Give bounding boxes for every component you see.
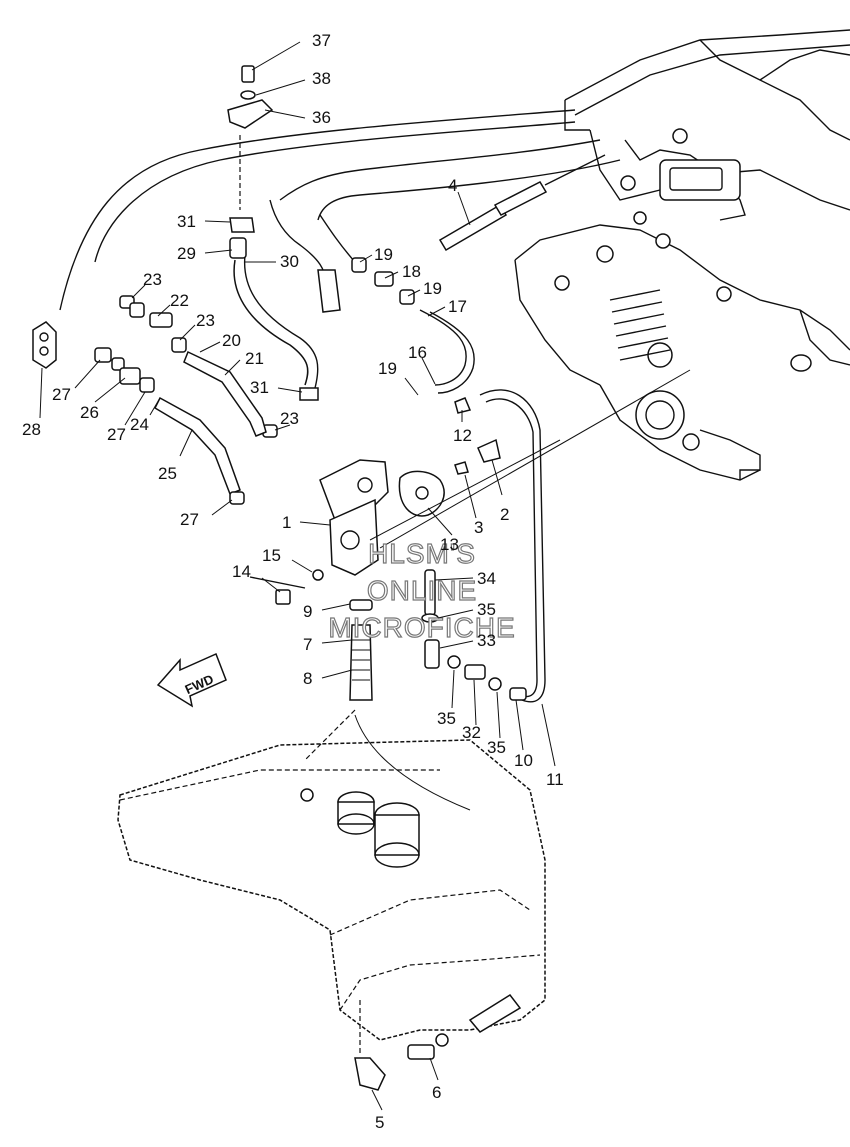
callout-19-a: 19: [374, 245, 393, 264]
lower-fittings: [349, 569, 527, 701]
callout-15: 15: [262, 546, 281, 565]
callout-1: 1: [282, 513, 291, 532]
callout-26: 26: [80, 403, 99, 422]
callout-32: 32: [462, 723, 481, 742]
watermark-line-1: HLSM'S: [368, 538, 476, 569]
callout-34: 34: [477, 569, 496, 588]
callout-22: 22: [170, 291, 189, 310]
fuel-tank: [117, 739, 546, 1091]
bracket-36: [227, 65, 319, 401]
watermark-line-3: MICROFICHE: [328, 612, 515, 643]
callout-10: 10: [514, 751, 533, 770]
callout-11: 11: [546, 770, 564, 789]
callout-9: 9: [303, 602, 312, 621]
watermark-line-2: ONLINE: [367, 575, 477, 606]
callout-2: 2: [500, 505, 509, 524]
callout-12: 12: [453, 426, 472, 445]
callout-14: 14: [232, 562, 251, 581]
guide-lines: [304, 369, 691, 811]
callout-35-c: 35: [487, 738, 506, 757]
hoses-left: [32, 295, 267, 505]
callout-27-c: 27: [180, 510, 199, 529]
fwd-arrow: FWD: [156, 652, 227, 708]
callout-17: 17: [448, 297, 467, 316]
callout-33: 33: [477, 631, 496, 650]
callout-29: 29: [177, 244, 196, 263]
hoses-upper: [229, 199, 475, 438]
callout-23-c: 23: [280, 409, 299, 428]
callout-30: 30: [280, 252, 299, 271]
callout-35-a: 35: [477, 600, 496, 619]
control-lines: [59, 109, 621, 311]
callout-18: 18: [402, 262, 421, 281]
callout-24: 24: [130, 415, 149, 434]
callout-31-top: 31: [177, 212, 196, 231]
callout-19-c: 19: [378, 359, 397, 378]
callout-8: 8: [303, 669, 312, 688]
callout-23-b: 23: [196, 311, 215, 330]
part-4-cable: [438, 154, 606, 252]
callout-35-b: 35: [437, 709, 456, 728]
callout-19-b: 19: [423, 279, 442, 298]
callout-20: 20: [222, 331, 241, 350]
callout-3: 3: [474, 518, 483, 537]
callout-5: 5: [375, 1113, 384, 1132]
callout-4: 4: [448, 176, 457, 195]
engine-block: [514, 29, 850, 481]
callout-16: 16: [408, 343, 427, 362]
callouts: 37 38 36 4 31 29 30 19 18 19 17 23 22 23…: [22, 31, 564, 1132]
fuel-line-11: [479, 389, 546, 703]
callout-27-a: 27: [52, 385, 71, 404]
callout-6: 6: [432, 1083, 441, 1102]
callout-21: 21: [245, 349, 264, 368]
callout-31-mid: 31: [250, 378, 269, 397]
watermark: HLSM'S ONLINE MICROFICHE: [328, 537, 516, 643]
callout-23-a: 23: [143, 270, 162, 289]
fuel-pump-1: [249, 397, 501, 605]
callout-13: 13: [440, 535, 459, 554]
callout-27-b: 27: [107, 425, 126, 444]
callout-37: 37: [312, 31, 331, 50]
callout-28: 28: [22, 420, 41, 439]
callout-25: 25: [158, 464, 177, 483]
callout-38: 38: [312, 69, 331, 88]
callout-7: 7: [303, 635, 312, 654]
callout-36: 36: [312, 108, 331, 127]
